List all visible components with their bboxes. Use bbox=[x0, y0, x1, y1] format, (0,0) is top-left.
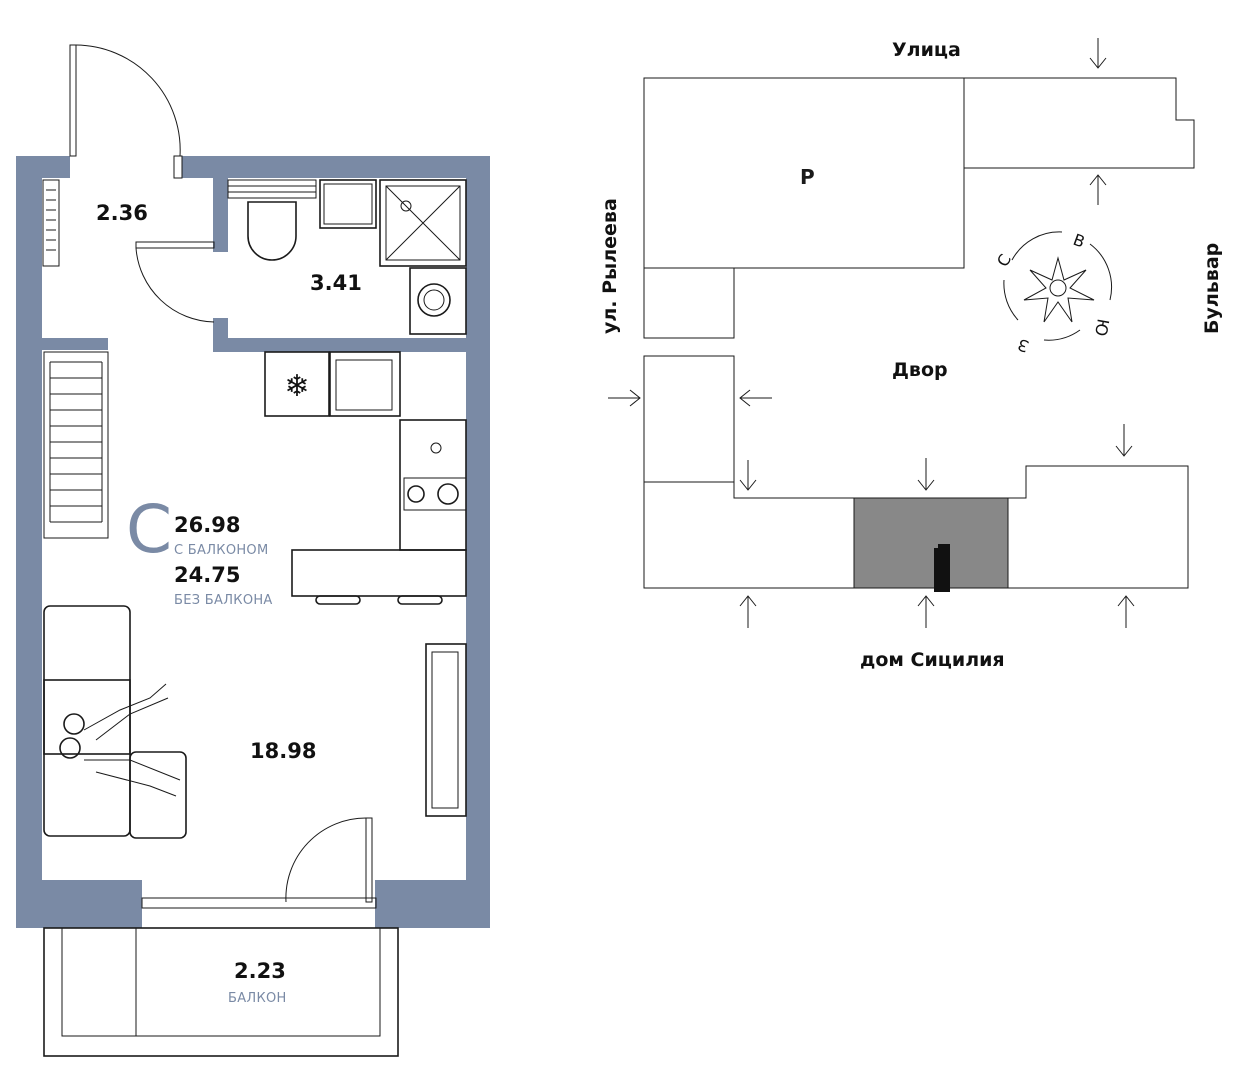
apartment-plan: ❄ bbox=[16, 44, 490, 1057]
area-with-balcony: 26.98 bbox=[174, 513, 240, 537]
radiator-small bbox=[42, 179, 60, 267]
building-r bbox=[643, 77, 965, 269]
toilet-icon bbox=[247, 201, 297, 261]
with-balcony-label: С БАЛКОНОМ bbox=[174, 543, 268, 558]
person-icon bbox=[63, 713, 85, 735]
bottom-building-label: дом Сицилия bbox=[860, 649, 1005, 671]
tap-icon bbox=[430, 442, 442, 454]
area-without-balcony: 24.75 bbox=[174, 563, 240, 587]
svg-text:В: В bbox=[1071, 230, 1088, 252]
apartment-type-letter: С bbox=[126, 491, 172, 568]
building-r-label: Р bbox=[800, 165, 815, 189]
highlighted-building bbox=[853, 497, 1009, 589]
hob-burner-icon bbox=[407, 485, 425, 503]
fridge-icon bbox=[264, 351, 330, 417]
street-top-label: Улица bbox=[892, 39, 961, 61]
kitchen-counter bbox=[291, 549, 467, 597]
tv-icon bbox=[425, 643, 467, 817]
hall-area: 2.36 bbox=[96, 201, 148, 225]
balcony-area: 2.23 bbox=[234, 959, 286, 983]
entrance-arrows bbox=[608, 38, 1135, 628]
svg-text:❄: ❄ bbox=[284, 369, 309, 404]
living-area: 18.98 bbox=[250, 739, 316, 763]
svg-text:Ю: Ю bbox=[1091, 317, 1113, 337]
without-balcony-label: БЕЗ БАЛКОНА bbox=[174, 593, 273, 608]
washing-machine-icon bbox=[409, 267, 467, 335]
compass-rose-icon: С В Ю З bbox=[993, 230, 1113, 356]
radiator-large bbox=[43, 351, 109, 539]
street-left-label: ул. Рылеева bbox=[599, 198, 621, 334]
bathroom-door bbox=[135, 241, 215, 323]
svg-text:З: З bbox=[1015, 335, 1031, 356]
kitchen-units: ❄ bbox=[264, 351, 467, 605]
balcony-door bbox=[141, 817, 377, 909]
sofa-icon bbox=[43, 605, 187, 839]
bathroom-fixtures bbox=[227, 179, 467, 335]
shower-icon bbox=[379, 179, 467, 267]
balcony bbox=[43, 927, 399, 1057]
svg-text:С: С bbox=[993, 251, 1015, 270]
street-right-label: Бульвар bbox=[1201, 243, 1223, 334]
site-plan: С В Ю З Р Улица Двор дом Сицилия ул. Рыл… bbox=[599, 38, 1223, 671]
outer-walls bbox=[16, 156, 490, 928]
sink-icon bbox=[319, 179, 377, 229]
kitchen-sink-icon bbox=[329, 351, 401, 417]
entrance-door bbox=[69, 44, 183, 179]
yard-label: Двор bbox=[892, 359, 948, 381]
balcony-label: БАЛКОН bbox=[228, 991, 287, 1006]
bathroom-area: 3.41 bbox=[310, 271, 362, 295]
